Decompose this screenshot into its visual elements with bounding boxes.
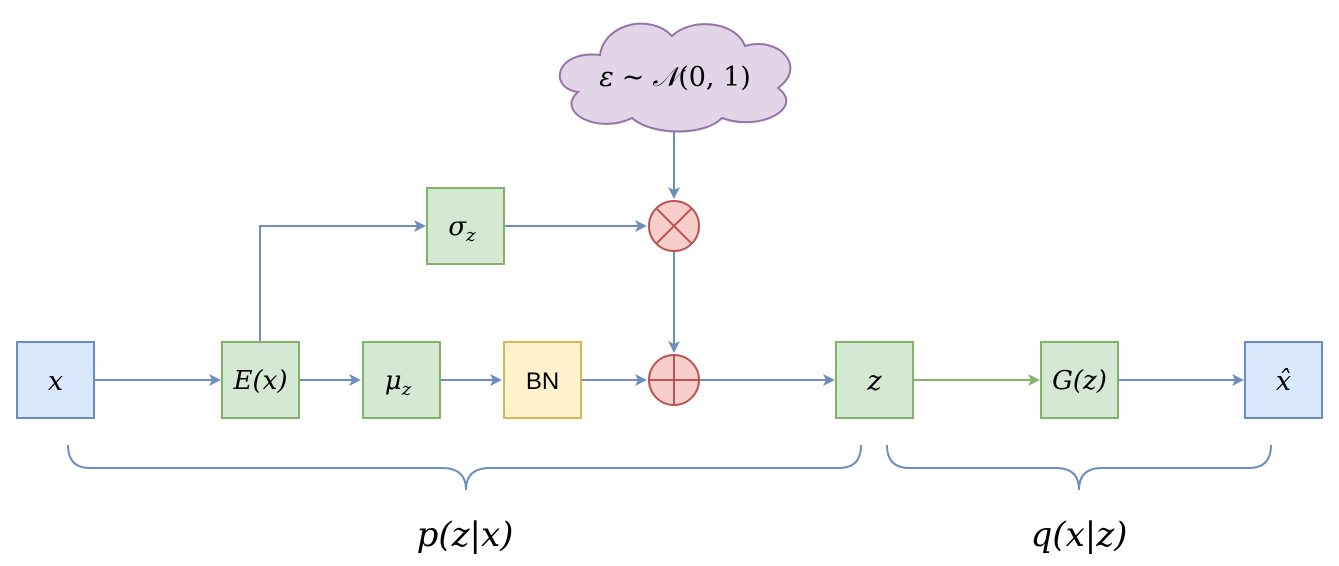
multiply-icon [655,207,693,245]
mu-label: μz [385,366,412,400]
encoder-label: E(x) [233,366,288,396]
node-encoder: E(x) [221,341,300,419]
sigma-base: σ [448,212,467,242]
noise-cloud: ε∼𝒩(0, 1) [558,22,792,133]
sigma-label: σz [448,212,476,246]
batchnorm-label: BN [526,368,559,395]
brace-encoder-label: p(z|x) [417,515,514,555]
sigma-subscript: z [465,225,476,246]
output-label: x̂ [1276,366,1291,397]
brace-encoder: p(z|x) [67,444,862,555]
noise-label: ε∼𝒩(0, 1) [599,62,751,93]
mu-base: μ [385,366,402,396]
node-mu: μz [362,341,441,419]
add-operator [648,354,700,406]
node-generator: G(z) [1040,341,1119,419]
brace-encoder-shape [67,444,862,491]
latent-label: z [866,366,882,397]
node-input: x [16,341,95,419]
multiply-operator [648,200,700,252]
add-icon [649,355,699,405]
brace-decoder: q(x|z) [886,444,1272,555]
brace-decoder-shape [886,444,1272,491]
noise-tilde: ∼ [622,62,645,93]
node-batchnorm: BN [503,341,582,419]
node-sigma: σz [426,187,505,265]
input-label: x [48,366,63,397]
mu-subscript: z [401,379,412,400]
node-latent: z [835,341,914,419]
edges [94,130,1244,386]
node-output: x̂ [1244,341,1323,419]
noise-params: (0, 1) [678,62,751,93]
generator-label: G(z) [1052,366,1107,396]
cloud-shape [558,22,792,133]
brace-decoder-label: q(x|z) [1031,515,1128,555]
noise-eps: ε [599,62,614,93]
edge-encoder-to-sigma [259,220,426,341]
